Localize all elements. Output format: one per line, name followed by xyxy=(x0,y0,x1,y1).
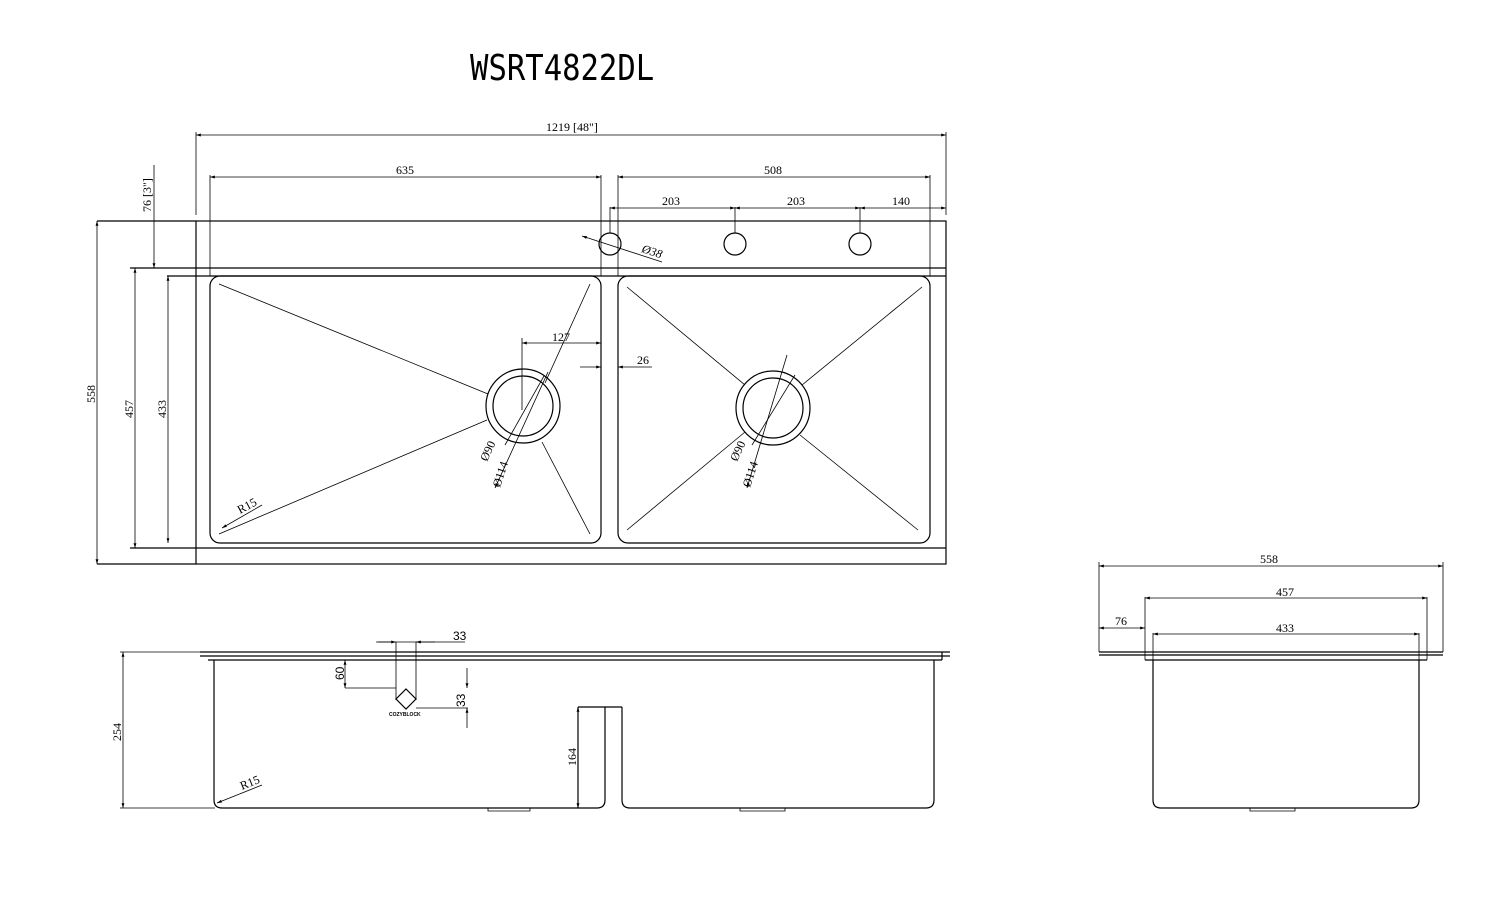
dim-depth-433: 433 xyxy=(155,400,169,418)
faucet-hole xyxy=(723,232,747,256)
dim-depth-457: 457 xyxy=(122,400,136,418)
dim-hole-edge: 140 xyxy=(892,194,910,208)
right-drain xyxy=(735,370,811,446)
drawing-title: WSRT4822DL xyxy=(470,47,654,89)
dim-drain-left-outer: Ø114 xyxy=(490,460,511,489)
left-bowl xyxy=(209,275,602,544)
dim-divider: 26 xyxy=(637,353,649,367)
dim-hole-spacing-1: 203 xyxy=(662,194,680,208)
dim-drain-offset: 127 xyxy=(552,330,570,344)
dim-hole-spacing-2: 203 xyxy=(787,194,805,208)
dim-drain-right-outer: Ø114 xyxy=(740,460,761,489)
left-drain xyxy=(485,368,561,444)
dim-divider-height: 164 xyxy=(565,748,579,766)
dim-side-overall: 558 xyxy=(1260,552,1278,566)
dim-hole-dia: Ø38 xyxy=(639,241,664,261)
right-bowl xyxy=(617,275,931,544)
dim-corner-radius: R15 xyxy=(235,495,259,517)
dim-side-deck: 76 xyxy=(1115,614,1127,628)
dim-overall-width: 1219 [48"] xyxy=(546,120,598,134)
dim-clip-height: 33 xyxy=(454,693,468,707)
dim-clip-width: 33 xyxy=(453,629,467,643)
dim-side-457: 457 xyxy=(1276,585,1294,599)
front-view: COZYBLOCK 33 60 33 254 164 R15 xyxy=(110,629,950,812)
dim-right-bowl-width: 508 xyxy=(764,163,782,177)
faucet-hole xyxy=(848,232,872,256)
dim-left-bowl-width: 635 xyxy=(396,163,414,177)
dim-side-433: 433 xyxy=(1276,621,1294,635)
dim-overall-depth: 558 xyxy=(84,385,98,403)
cozyblock-logo-icon xyxy=(395,688,417,710)
cozyblock-logo: COZYBLOCK xyxy=(389,712,421,718)
dim-clip-drop: 60 xyxy=(333,666,347,680)
side-view: 558 457 433 76 xyxy=(1098,552,1444,812)
dim-deck-depth: 76 [3"] xyxy=(140,178,154,212)
dim-drain-right-inner: Ø90 xyxy=(727,439,748,464)
dim-height: 254 xyxy=(110,723,124,741)
top-view: 1219 [48"] 635 508 203 203 140 76 [3"] Ø… xyxy=(84,120,947,565)
dim-drain-left-inner: Ø90 xyxy=(477,439,498,464)
dim-front-corner-radius: R15 xyxy=(238,772,262,792)
